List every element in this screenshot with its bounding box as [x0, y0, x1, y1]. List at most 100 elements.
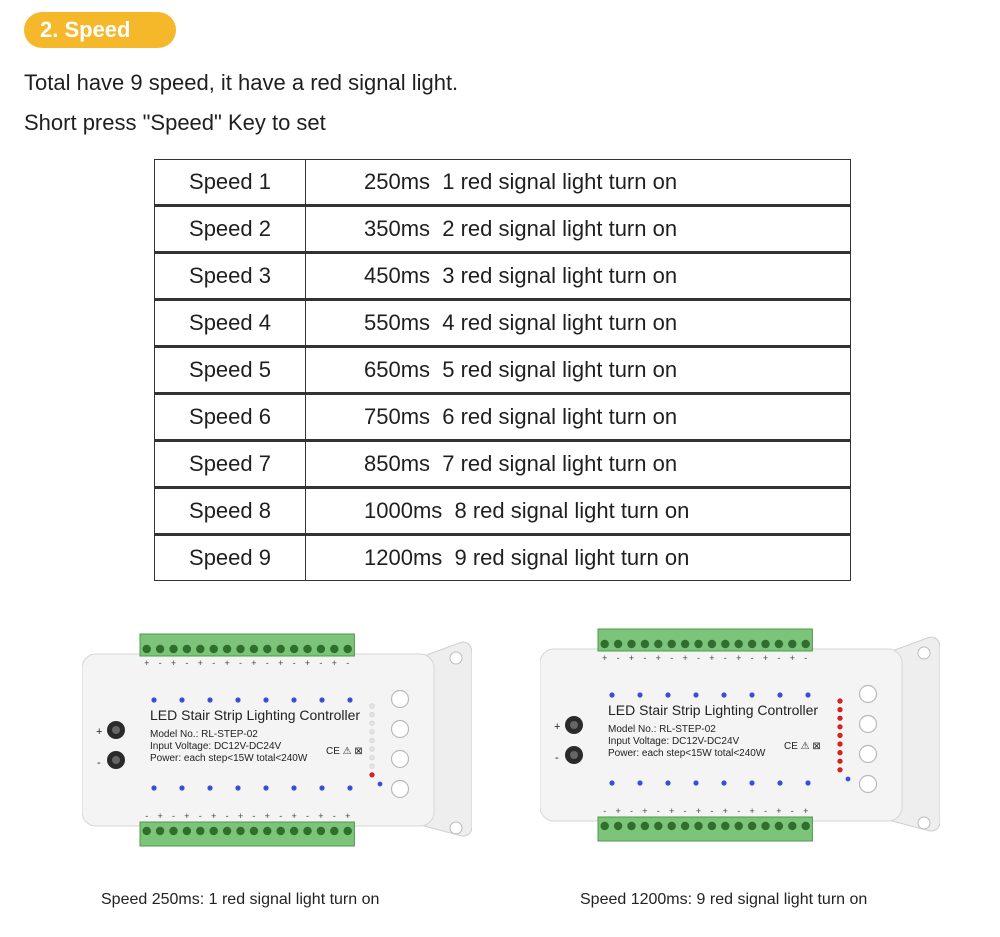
terminal-screw — [600, 821, 609, 831]
device-voltage: Input Voltage: DC12V-DC24V — [608, 736, 740, 747]
speed-label: Speed 3 — [154, 251, 306, 300]
terminal-screw — [801, 639, 810, 649]
blue-indicator — [777, 780, 783, 786]
polarity-mark: + — [615, 806, 620, 816]
polarity-mark: - — [764, 806, 767, 816]
polarity-mark: + — [265, 811, 270, 821]
polarity-mark: - — [199, 811, 202, 821]
terminal-screw — [316, 826, 326, 836]
speed-desc: 350ms 2 red signal light turn on — [305, 204, 851, 253]
terminal-screw — [236, 644, 245, 654]
terminal-screw — [330, 644, 339, 654]
caption-speed-9: Speed 1200ms: 9 red signal light turn on — [580, 891, 868, 908]
polarity-mark: - — [670, 653, 673, 663]
polarity-mark: - — [643, 653, 646, 663]
blue-indicator — [235, 785, 241, 791]
polarity-mark: - — [684, 806, 687, 816]
speed-label: Speed 9 — [154, 533, 306, 581]
caption-speed-1: Speed 250ms: 1 red signal light turn on — [101, 891, 380, 908]
polarity-mark: + — [305, 658, 310, 668]
terminal-screw — [276, 644, 285, 654]
controller-body — [82, 653, 435, 827]
terminal-screw — [142, 826, 151, 836]
intro-line-1: Total have 9 speed, it have a red signal… — [24, 70, 459, 95]
speed-desc: 850ms 7 red signal light turn on — [305, 439, 851, 488]
polarity-mark: - — [252, 811, 255, 821]
polarity-mark: + — [656, 653, 661, 663]
power-minus-label: - — [97, 757, 101, 769]
blue-indicator — [637, 692, 643, 698]
control-button — [858, 714, 878, 734]
terminal-screw — [263, 644, 272, 654]
power-minus-label: - — [555, 752, 559, 764]
terminal-screw — [801, 821, 810, 831]
terminal-screw — [209, 826, 218, 836]
terminal-screw — [721, 639, 730, 649]
polarity-mark: + — [763, 653, 768, 663]
blue-indicator — [179, 697, 185, 703]
terminal-screw — [640, 821, 650, 831]
polarity-mark: + — [144, 658, 149, 668]
blue-indicator — [263, 697, 269, 703]
controller-image-speed-9: +--++--++--++--++--++--++--++--++-LED St… — [540, 628, 940, 842]
control-button — [858, 744, 878, 764]
polarity-mark: - — [293, 658, 296, 668]
terminal-screw — [667, 639, 676, 649]
control-button — [390, 779, 410, 799]
blue-indicator — [179, 785, 185, 791]
red-signal-light-on — [837, 706, 843, 713]
terminal-screw — [707, 821, 717, 831]
red-signal-light-on — [837, 732, 843, 738]
polarity-mark: + — [696, 806, 701, 816]
polarity-mark: + — [629, 653, 634, 663]
polarity-mark: + — [776, 806, 781, 816]
polarity-mark: - — [145, 811, 148, 821]
polarity-mark: - — [710, 806, 713, 816]
terminal-screw — [209, 644, 218, 654]
polarity-mark: - — [791, 806, 794, 816]
polarity-mark: + — [238, 811, 243, 821]
terminal-screw — [654, 639, 663, 649]
terminal-screw — [774, 821, 784, 831]
speed-desc: 550ms 4 red signal light turn on — [305, 298, 851, 347]
red-signal-light-off — [369, 763, 375, 769]
speed-desc: 650ms 5 red signal light turn on — [305, 345, 851, 394]
polarity-mark: + — [291, 811, 296, 821]
mounting-hole — [449, 651, 463, 665]
terminal-screw — [169, 826, 178, 836]
speed-desc: 1200ms 9 red signal light turn on — [305, 533, 851, 581]
blue-indicator — [693, 780, 699, 786]
terminal-screw — [680, 639, 690, 649]
polarity-mark: + — [171, 658, 176, 668]
speed-label: Speed 7 — [154, 439, 306, 488]
terminal-screw — [694, 821, 703, 831]
mounting-hole — [917, 816, 931, 830]
terminal-screw — [222, 826, 232, 836]
polarity-mark: + — [736, 653, 741, 663]
red-signal-light-on — [837, 724, 843, 730]
polarity-mark: - — [657, 806, 660, 816]
controller-body — [540, 648, 903, 822]
polarity-mark: - — [239, 658, 242, 668]
terminal-screw — [761, 821, 770, 831]
polarity-mark: - — [777, 653, 780, 663]
speed-desc: 750ms 6 red signal light turn on — [305, 392, 851, 441]
polarity-mark: + — [251, 658, 256, 668]
terminal-screw — [788, 821, 797, 831]
blue-indicator — [721, 692, 727, 698]
terminal-screw — [747, 639, 757, 649]
terminal-screw — [289, 826, 299, 836]
blue-indicator — [377, 781, 383, 787]
blue-indicator — [845, 776, 851, 782]
blue-indicator — [235, 697, 241, 703]
polarity-mark: - — [159, 658, 162, 668]
terminal-screw — [155, 826, 165, 836]
terminal-screw — [169, 644, 178, 654]
device-title: LED Stair Strip Lighting Controller — [150, 707, 360, 723]
polarity-mark: + — [278, 658, 283, 668]
